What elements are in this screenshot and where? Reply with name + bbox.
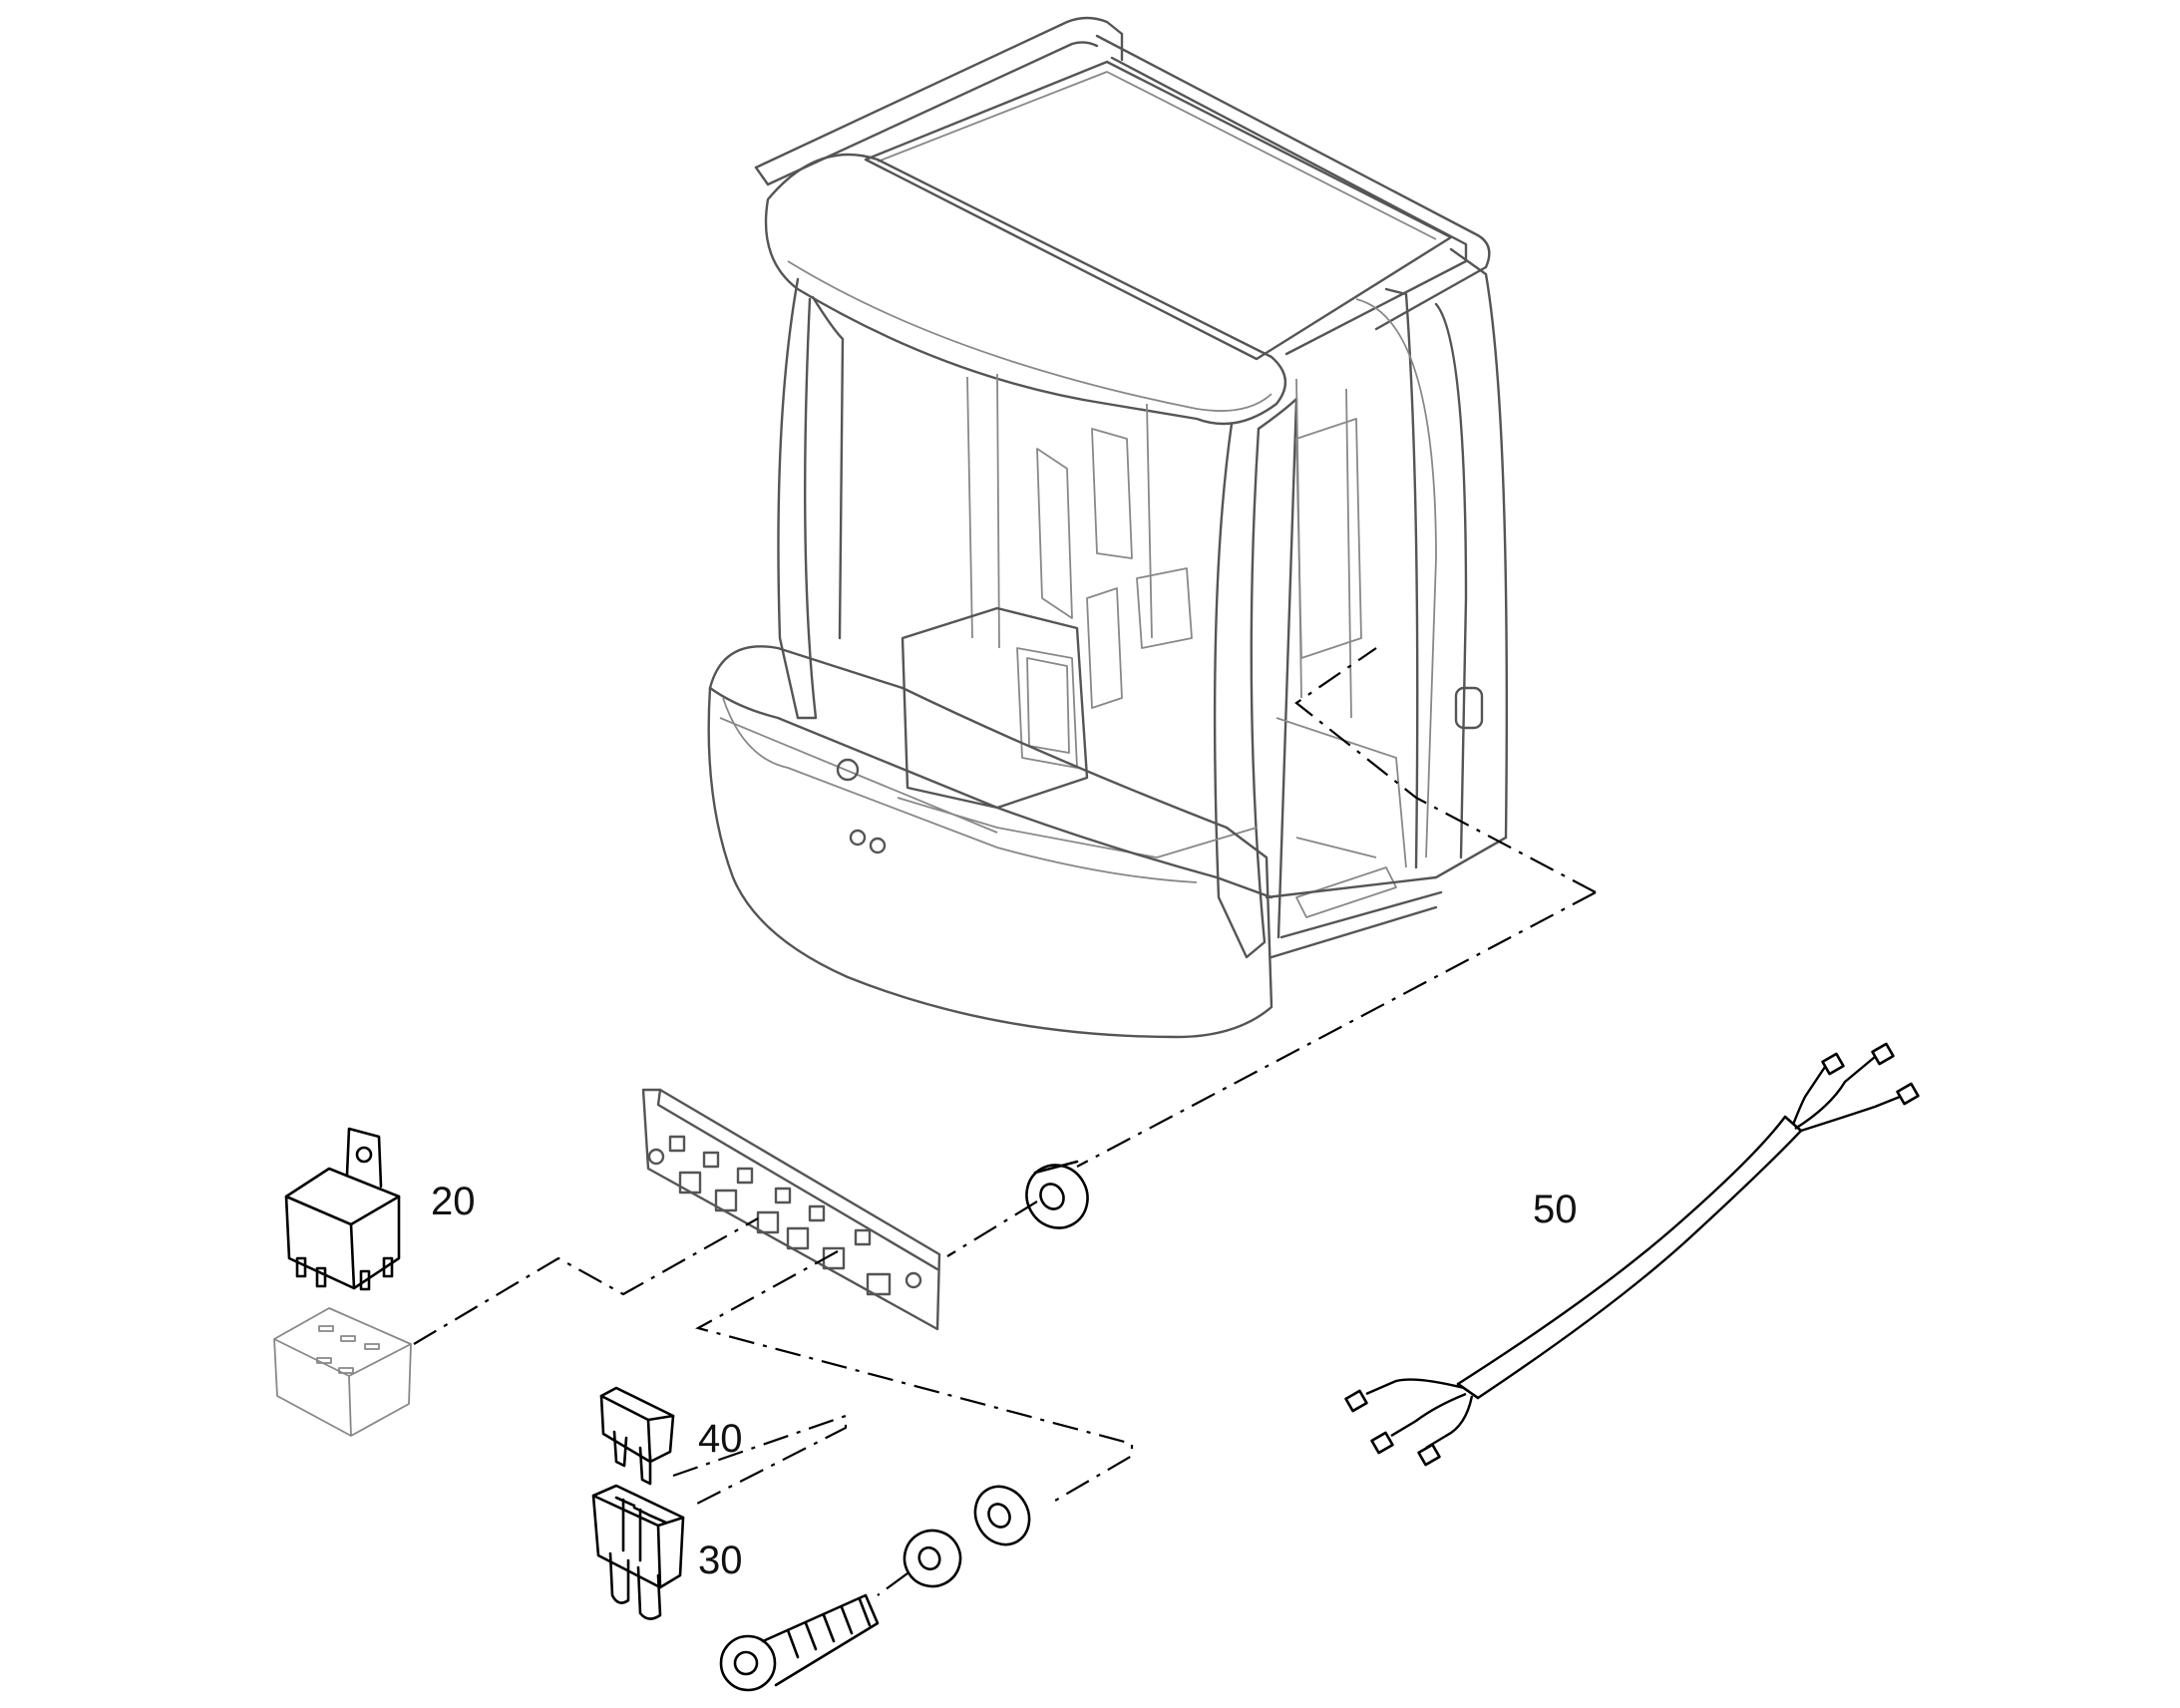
cap-screw (719, 1593, 880, 1692)
callout-wiring-harness: 50 (1533, 1188, 1578, 1231)
relay (284, 1127, 401, 1291)
leader-lines (413, 647, 1597, 1596)
fuse-holder (591, 1484, 685, 1620)
blade-fuse (599, 1386, 675, 1486)
flat-washer-lower (973, 1485, 1031, 1546)
wiring-harness (1344, 1042, 1920, 1467)
spring-washer (903, 1529, 962, 1588)
flat-washer-upper (1025, 1160, 1089, 1229)
callout-relay: 20 (431, 1180, 476, 1223)
relay-socket (273, 1307, 412, 1437)
operator-cab (707, 16, 1509, 1039)
callout-blade-fuse: 40 (698, 1417, 743, 1461)
callout-fuse-holder: 30 (698, 1538, 743, 1582)
mounting-bracket-plate (641, 1088, 941, 1331)
